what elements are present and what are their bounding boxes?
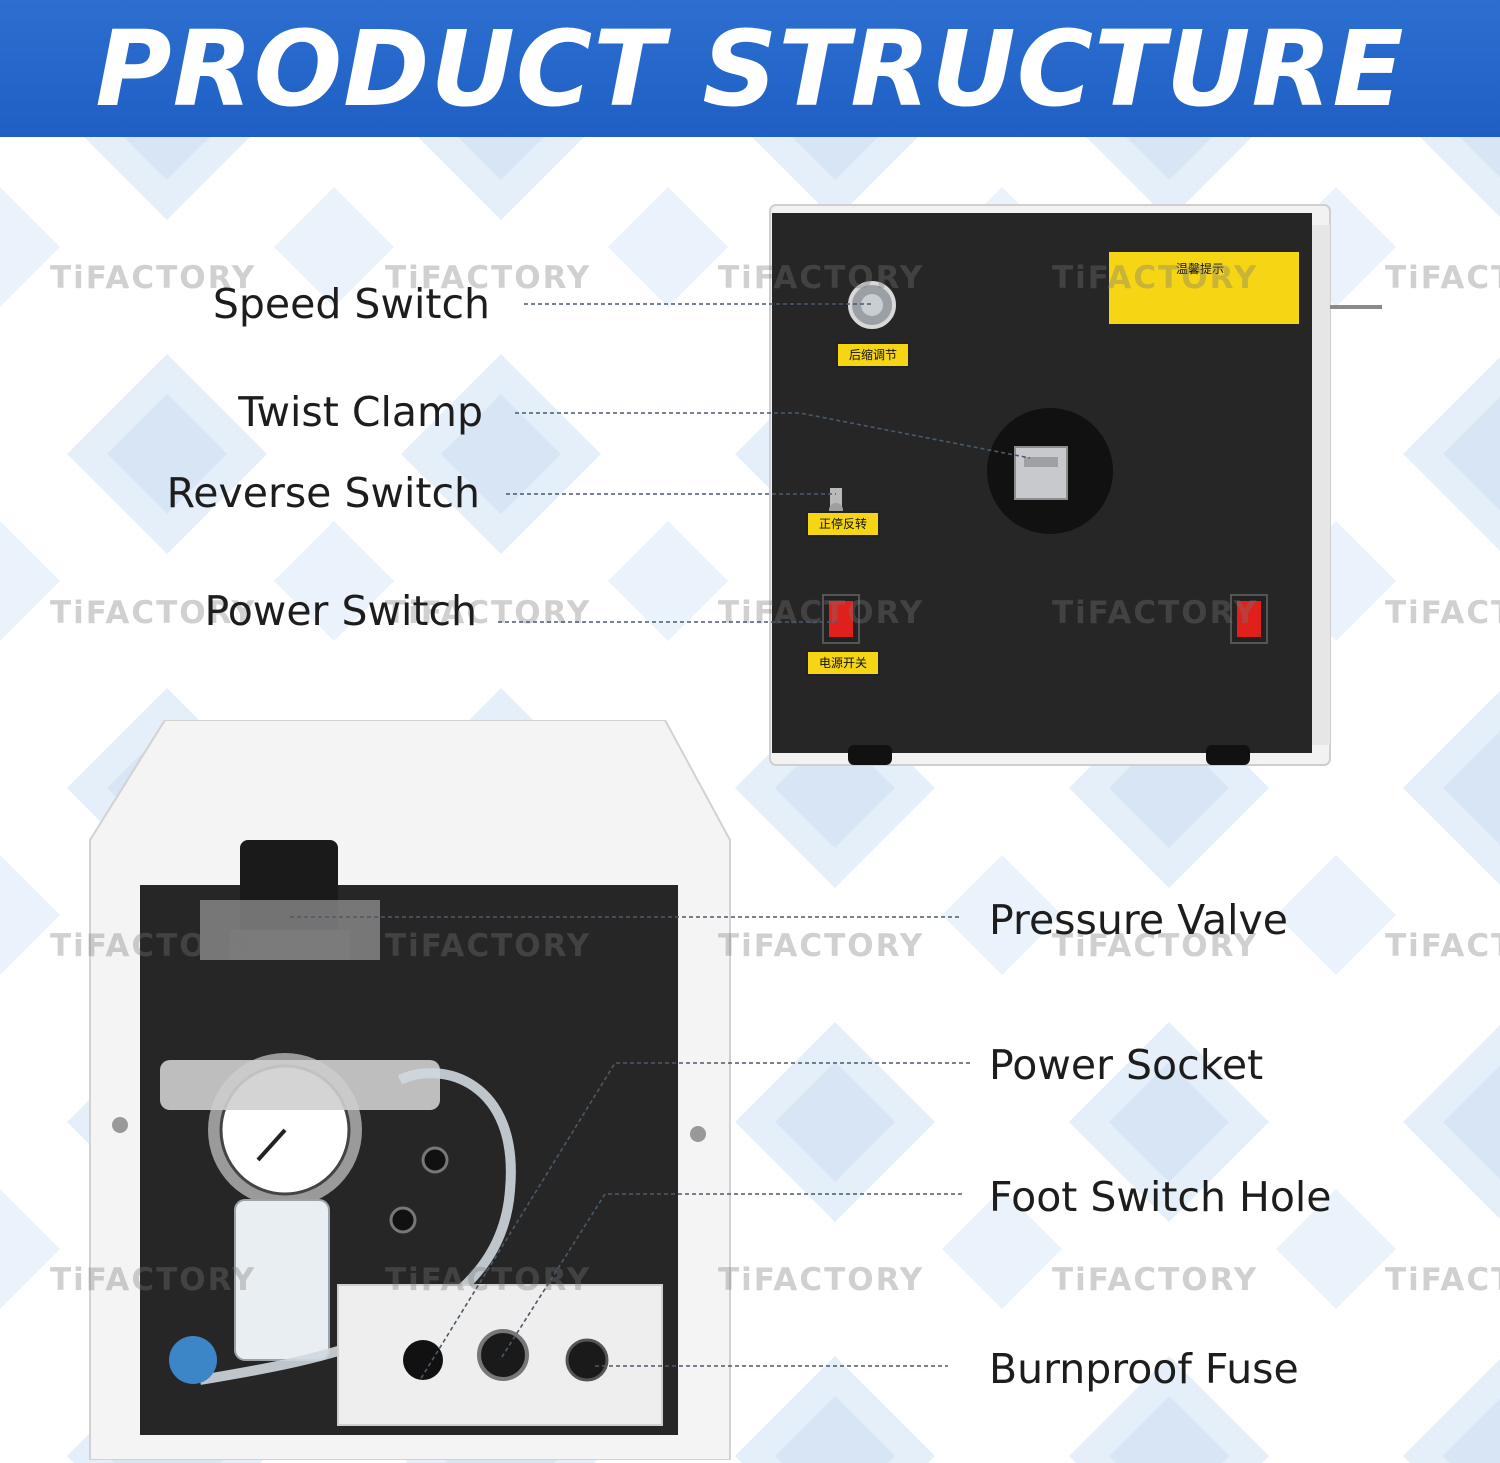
twist-clamp-line (515, 412, 1031, 459)
watermark: TiFACTORY (50, 1262, 257, 1298)
power-socket-line (419, 1062, 970, 1381)
reverse-switch-label: Reverse Switch (166, 469, 480, 517)
power-socket-label: Power Socket (989, 1041, 1264, 1089)
foot-switch-hole-line (499, 1193, 962, 1361)
reverse-tag: 正停反转 (806, 511, 880, 537)
watermark: TiFACTORY (1385, 928, 1500, 964)
pressure-valve (160, 840, 440, 1361)
pressure-valve-label: Pressure Valve (989, 896, 1288, 944)
watermark: TiFACTORY (1052, 595, 1259, 631)
watermark: TiFACTORY (385, 928, 592, 964)
watermark: TiFACTORY (718, 260, 925, 296)
burnproof-fuse-label: Burnproof Fuse (989, 1345, 1299, 1393)
foot-switch-hole-label: Foot Switch Hole (989, 1173, 1332, 1221)
watermark: TiFACTORY (718, 595, 925, 631)
watermark: TiFACTORY (718, 1262, 925, 1298)
speed-switch-label: Speed Switch (212, 280, 490, 328)
watermark: TiFACTORY (50, 260, 257, 296)
twist-clamp-label: Twist Clamp (238, 388, 483, 436)
twist-clamp (987, 408, 1113, 534)
power-tag: 电源开关 (806, 650, 880, 676)
watermark: TiFACTORY (1052, 928, 1259, 964)
watermark: TiFACTORY (50, 928, 257, 964)
warning-sticker (1109, 252, 1299, 324)
power-switch-right (1230, 594, 1268, 644)
machine-rear-view (89, 720, 731, 1460)
watermark: TiFACTORY (50, 595, 257, 631)
speed-switch-knob (848, 281, 896, 329)
watermark: TiFACTORY (718, 928, 925, 964)
warning-title: 温馨提示 (1175, 262, 1224, 276)
watermark: TiFACTORY (385, 1262, 592, 1298)
watermark: TiFACTORY (1385, 260, 1500, 296)
watermark: TiFACTORY (385, 595, 592, 631)
banner-title: PRODUCT STRUCTURE (95, 8, 1405, 130)
speed-tag: 后缩调节 (836, 342, 910, 368)
power-switch-label: Power Switch (204, 587, 477, 635)
power-switch-left (822, 594, 860, 644)
watermark: TiFACTORY (1385, 1262, 1500, 1298)
header-banner: PRODUCT STRUCTURE (0, 0, 1500, 137)
watermark: TiFACTORY (385, 260, 592, 296)
watermark: TiFACTORY (1052, 260, 1259, 296)
watermark: TiFACTORY (1385, 595, 1500, 631)
watermark: TiFACTORY (1052, 1262, 1259, 1298)
